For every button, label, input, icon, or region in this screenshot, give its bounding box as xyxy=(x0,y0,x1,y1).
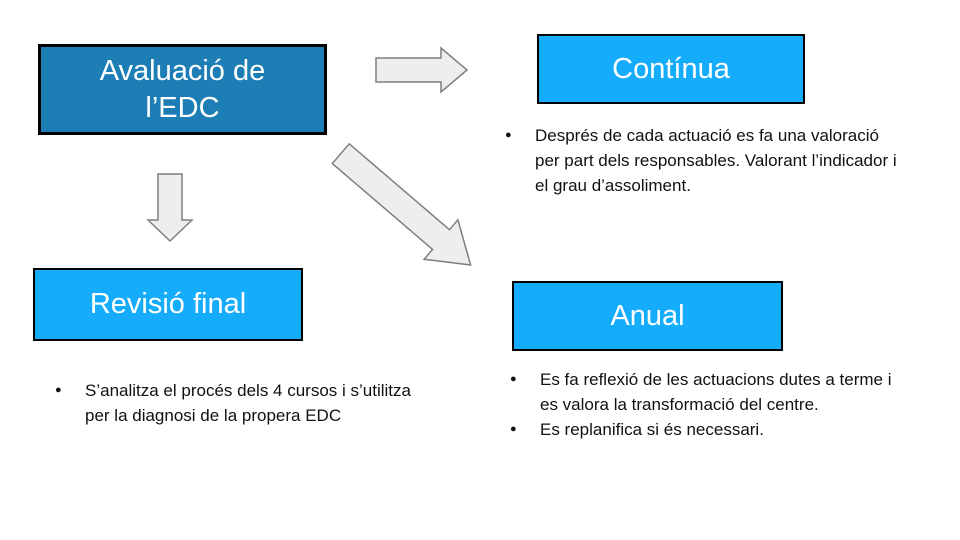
revisio-final-note-text: S’analitza el procés dels 4 cursos i s’u… xyxy=(85,381,411,425)
bullet-icon: ● xyxy=(510,423,517,435)
box-anual-label: Anual xyxy=(610,299,685,332)
list-item: ● Es replanifica si és necessari. xyxy=(510,417,960,442)
box-revisio-final-label: Revisió final xyxy=(89,288,247,320)
box-anual: Anual xyxy=(512,281,783,351)
right-arrow-icon xyxy=(375,46,469,94)
list-item: ● Es fa reflexió de les actuacions dutes… xyxy=(510,367,960,417)
bullet-icon: ● xyxy=(505,129,512,141)
continua-note-text: Després de cada actuació es fa una valor… xyxy=(535,126,897,195)
diagonal-arrow-icon xyxy=(331,142,472,266)
down-arrow-icon xyxy=(146,173,194,243)
continua-notes: ● Després de cada actuació es fa una val… xyxy=(505,123,960,198)
box-revisio-final: Revisió final xyxy=(33,268,303,341)
bullet-icon: ● xyxy=(510,373,517,385)
anual-note-text-1: Es fa reflexió de les actuacions dutes a… xyxy=(540,370,892,414)
list-item: ● Després de cada actuació es fa una val… xyxy=(505,123,960,198)
bullet-icon: ● xyxy=(55,384,62,396)
box-continua: Contínua xyxy=(537,34,805,104)
box-avaluacio-edc: Avaluació de l’EDC xyxy=(38,44,327,135)
anual-notes: ● Es fa reflexió de les actuacions dutes… xyxy=(510,367,960,442)
revisio-final-notes: ● S’analitza el procés dels 4 cursos i s… xyxy=(55,378,495,428)
box-continua-label: Contínua xyxy=(612,52,730,85)
anual-note-text-2: Es replanifica si és necessari. xyxy=(540,420,764,439)
box-avaluacio-edc-label: Avaluació de l’EDC xyxy=(99,54,266,124)
list-item: ● S’analitza el procés dels 4 cursos i s… xyxy=(55,378,495,428)
